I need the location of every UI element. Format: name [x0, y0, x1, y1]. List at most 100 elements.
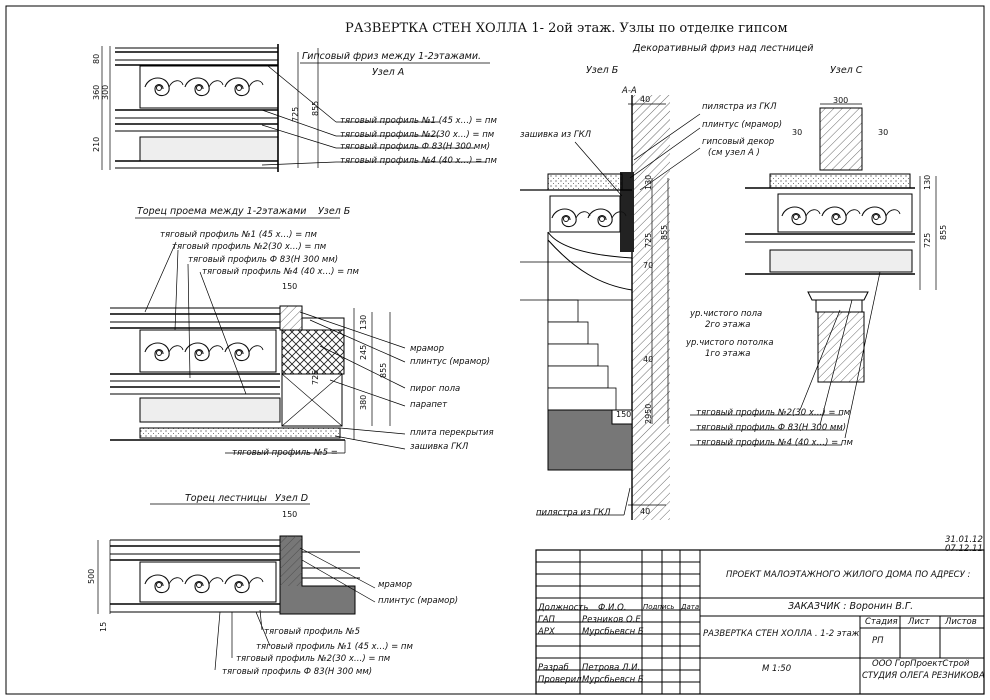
right-bottom-label-3: тяговый профиль №4 (40 х…) = пм: [696, 438, 853, 448]
uzel-a-dim: 210: [92, 136, 101, 152]
right-dim: 150: [616, 410, 632, 419]
uzel-d-dim-150: 150: [282, 510, 298, 519]
tb-r3-role: Разраб: [538, 663, 569, 673]
uzel-b-label-slab: плита перекрытия: [410, 428, 494, 438]
tb-r4-role: Проверил: [538, 675, 582, 685]
uzel-b-label-1: тяговый профиль №1 (45 х…) = пм: [160, 230, 317, 240]
right-label-plinth: плинтус (мрамор): [702, 120, 783, 130]
right-label-pilaster: пилястра из ГКЛ: [702, 102, 777, 112]
right-dim: 725: [644, 232, 653, 248]
uzel-b-section: [110, 217, 406, 454]
uzel-b-dim: 130: [359, 314, 368, 330]
tb-r1-name: Резников О.Е: [582, 615, 641, 625]
uzel-d-dim-15: 15: [99, 621, 108, 632]
uzel-d-section: [97, 503, 376, 671]
uzel-b-dim: 725: [311, 369, 320, 385]
uzel-d-label-profile1: тяговый профиль №1 (45 х…) = пм: [256, 642, 413, 652]
tb-r3-name: Петрова Л.И.: [582, 663, 641, 673]
tb-r2-name: Мурсбьевсн Б: [582, 627, 644, 637]
tb-r4-name: Мурсбьевсн Б: [582, 675, 644, 685]
tb-lists-h: Листов: [945, 617, 977, 627]
uzel-b-label-3: тяговый профиль Ф 83(Н 300 мм): [188, 255, 339, 265]
uzel-a-label-4: тяговый профиль №4 (40 х…) = пм: [340, 156, 497, 166]
right-uzel-b: Узел Б: [586, 65, 619, 76]
right-bottom-label-2: тяговый профиль Ф 83(Н 300 мм): [696, 423, 847, 433]
right-dim: 40: [643, 355, 654, 364]
right-uzel-c: Узел С: [830, 65, 863, 76]
right-dim: 70: [643, 261, 654, 270]
uzel-d-dim-500: 500: [87, 568, 96, 584]
right-label-decor-ref: (см узел А ): [708, 148, 760, 158]
tb-r2-role: АРХ: [538, 627, 555, 637]
level-ceiling-1b: 1го этажа: [705, 349, 751, 359]
right-dim-30a: 30: [792, 128, 803, 137]
tb-list-h: Лист: [908, 617, 930, 627]
uzel-d-label-plinth: плинтус (мрамор): [378, 596, 459, 606]
uzel-b-label-4: тяговый профиль №4 (40 х…) = пм: [202, 267, 359, 277]
uzel-a-label-1: тяговый профиль №1 (45 х…) = пм: [340, 116, 497, 126]
tb-customer: ЗАКАЗЧИК : Воронин В.Г.: [788, 601, 914, 612]
tb-r1-role: ГАП: [538, 615, 555, 625]
tb-scale: М 1:50: [762, 664, 792, 674]
level-ceiling-1: ур.чистого потолка: [686, 338, 774, 348]
uzel-a-dim-855: 855: [311, 100, 320, 116]
uzel-b-label-2: тяговый профиль №2(30 х…) = пм: [172, 242, 327, 252]
right-label-decor: гипсовый декор: [702, 137, 775, 147]
section-a-a: [520, 95, 701, 520]
tb-col-role: Должность: [538, 603, 589, 613]
uzel-a-frieze: [101, 44, 490, 172]
right-c-dim: 855: [939, 224, 948, 240]
uzel-d-label-profile3: тяговый профиль Ф 83(Н 300 мм): [222, 667, 373, 677]
uzel-b-dim-150: 150: [282, 282, 298, 291]
sheet-date-2: 07.12.11: [945, 544, 983, 554]
uzel-d-heading: Торец лестницы: [185, 493, 268, 504]
tb-sheet-name: РАЗВЕРТКА СТЕН ХОЛЛА . 1-2 этаж: [703, 629, 860, 639]
right-c-dim: 130: [923, 174, 932, 190]
tb-company-1: ООО ГорПроектСтрой: [872, 659, 970, 669]
tb-company-2: СТУДИЯ ОЛЕГА РЕЗНИКОВА: [862, 671, 985, 681]
right-dim-30b: 30: [878, 128, 889, 137]
sheet-date-1: 31.01.12: [945, 535, 983, 545]
uzel-b-label-parapet: парапет: [410, 400, 448, 410]
tb-stage-h: Стадия: [865, 617, 898, 627]
uzel-b-dim: 380: [359, 394, 368, 410]
uzel-b-label-floor: пирог пола: [410, 384, 461, 394]
right-dim: 855: [660, 224, 669, 240]
uzel-d-label-profile5: тяговый профиль №5: [264, 627, 361, 637]
level-floor-2b: 2го этажа: [705, 320, 751, 330]
uzel-a-subheading: Узел А: [372, 67, 405, 78]
right-dim: 2950: [644, 403, 653, 424]
tb-col-sign: Подпись: [643, 603, 675, 611]
right-bottom-pilaster: пилястра из ГКЛ: [536, 508, 611, 518]
section-a-a-label: А-А: [622, 86, 637, 96]
uzel-b-subheading: Узел Б: [318, 206, 351, 217]
uzel-b-label-plinth: плинтус (мрамор): [410, 357, 491, 367]
uzel-b-dim: 855: [379, 362, 388, 378]
sheet-title: РАЗВЕРТКА СТЕН ХОЛЛА 1- 2ой этаж. Узлы п…: [345, 21, 788, 36]
right-label-gkl: зашивка из ГКЛ: [520, 130, 591, 140]
uzel-a-dim: 80: [92, 53, 101, 64]
uzel-a-heading: Гипсовый фриз между 1-2этажами.: [302, 51, 482, 62]
level-floor-2: ур.чистого пола: [690, 309, 763, 319]
uzel-b-dim: 245: [359, 344, 368, 360]
uzel-a-dim: 300: [101, 84, 110, 100]
uzel-d-subheading: Узел D: [275, 493, 309, 504]
uzel-a-label-3: тяговый профиль Ф 83(Н 300 мм): [340, 142, 491, 152]
right-dim-300: 300: [833, 96, 849, 105]
uzel-a-dim: 360: [92, 84, 101, 100]
uzel-b-heading: Торец проема между 1-2этажами: [137, 206, 307, 217]
uzel-a-label-2: тяговый профиль №2(30 х…) = пм: [340, 130, 495, 140]
title-block: [535, 549, 985, 695]
uzel-c-section: [690, 103, 937, 446]
right-c-dim: 725: [923, 232, 932, 248]
tb-col-date: Дата: [681, 603, 700, 611]
right-dim: 40: [640, 507, 651, 516]
right-bottom-label-1: тяговый профиль №2(30 х…) = пм: [696, 408, 851, 418]
right-dim-40: 40: [640, 95, 651, 104]
right-dim: 130: [644, 174, 653, 190]
uzel-b-label-profile5: тяговый профиль №5 =: [232, 448, 338, 458]
uzel-a-dim-725: 725: [291, 106, 300, 122]
uzel-d-label-marble: мрамор: [378, 580, 413, 590]
tb-col-name: Ф.И.О.: [598, 603, 627, 613]
